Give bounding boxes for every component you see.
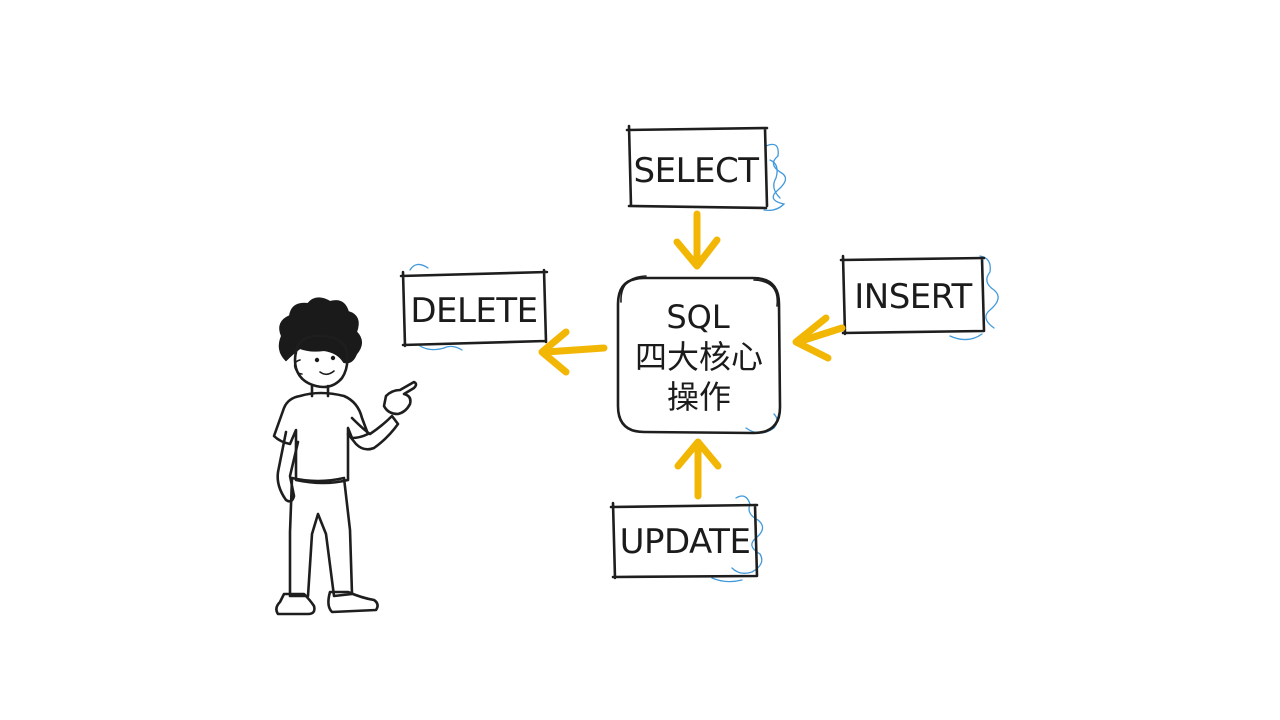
center-node[interactable]: SQL 四大核心 操作 xyxy=(616,275,782,435)
arrow-delete-shaft xyxy=(542,344,608,356)
person-shoe-left xyxy=(275,592,316,616)
center-line-1: SQL xyxy=(666,298,730,336)
center-line-2: 四大核心 xyxy=(635,338,763,376)
node-insert-label: INSERT xyxy=(854,277,972,317)
person-shirt xyxy=(272,391,370,485)
person-arm-left xyxy=(276,430,300,503)
scribble-insert xyxy=(949,255,999,341)
arrow-center-to-delete xyxy=(538,328,608,376)
person-shoe-right xyxy=(327,590,379,614)
center-line-3: 操作 xyxy=(667,378,731,416)
person-pants xyxy=(288,476,354,598)
center-node-border xyxy=(616,276,782,435)
node-update-label: UPDATE xyxy=(620,522,751,562)
arrow-insert-shaft xyxy=(794,324,846,346)
scribble-center xyxy=(745,413,778,434)
node-select-label: SELECT xyxy=(634,151,760,191)
arrow-update-head xyxy=(674,438,722,470)
arrow-insert-head xyxy=(792,314,832,362)
person-arm-right xyxy=(346,414,400,451)
person-ear xyxy=(293,359,303,375)
scribble-delete xyxy=(409,263,463,351)
node-delete[interactable]: DELETE xyxy=(399,268,549,348)
center-node-border-sketch xyxy=(620,275,779,307)
arrow-insert-to-center xyxy=(792,314,846,362)
arrow-select-to-center xyxy=(673,210,721,270)
node-update-border xyxy=(609,501,759,580)
arrows xyxy=(538,210,846,500)
person-hand-pointing xyxy=(382,380,418,416)
person-eye-right xyxy=(330,355,336,361)
node-update[interactable]: UPDATE xyxy=(609,501,759,580)
node-select[interactable]: SELECT xyxy=(625,124,769,210)
arrow-delete-head xyxy=(538,328,570,376)
node-delete-border xyxy=(399,268,549,348)
person-smile xyxy=(319,370,335,376)
node-insert[interactable]: INSERT xyxy=(839,254,986,336)
arrow-select-head xyxy=(673,236,721,270)
scribble-select xyxy=(763,143,787,212)
person-eye-left xyxy=(314,357,320,363)
arrow-update-to-center xyxy=(674,438,722,500)
node-select-border xyxy=(625,124,769,210)
person-illustration xyxy=(272,297,418,616)
node-delete-label: DELETE xyxy=(410,291,537,331)
person-hair xyxy=(278,297,362,364)
node-insert-border xyxy=(839,254,986,336)
